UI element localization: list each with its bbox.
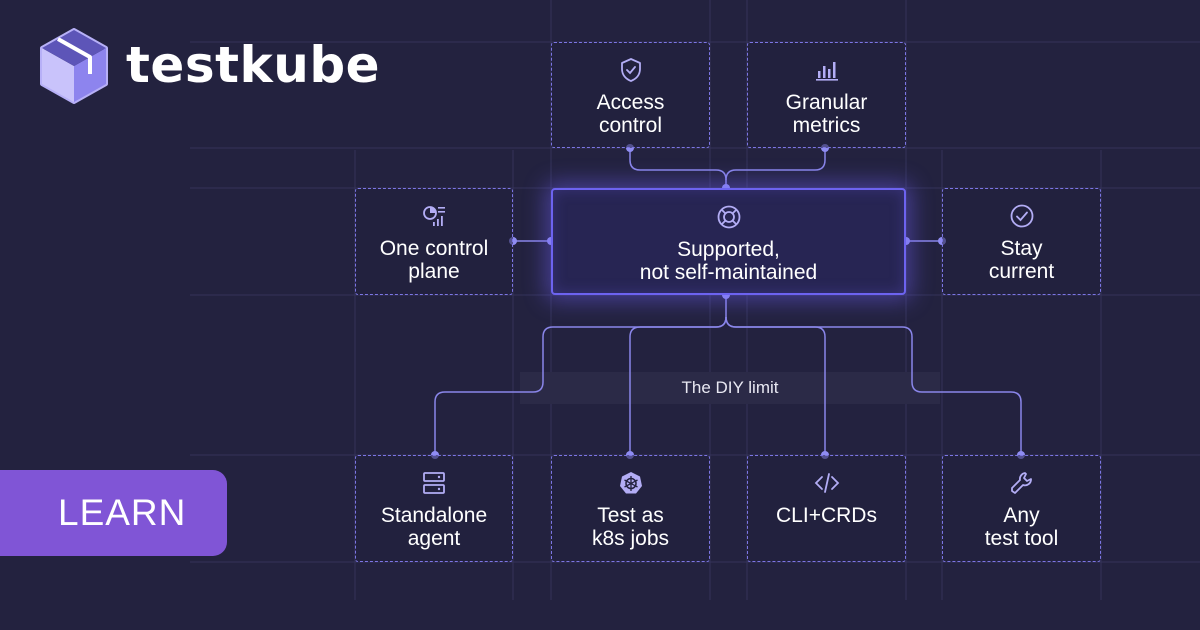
node-cli-crds: CLI+CRDs: [747, 455, 906, 562]
kubernetes-icon: [619, 472, 642, 494]
node-label: Granular metrics: [785, 91, 868, 137]
node-granular-metrics: Granular metrics: [747, 42, 906, 148]
shield-check-icon: [620, 58, 641, 82]
brand: testkube: [40, 28, 400, 108]
code-icon: [814, 473, 839, 493]
diy-band: [520, 372, 940, 404]
testkube-logo-icon: [40, 28, 108, 104]
server-icon: [423, 472, 445, 494]
node-k8s-jobs: Test as k8s jobs: [551, 455, 710, 562]
learn-button[interactable]: LEARN: [0, 470, 227, 556]
node-access-control: Access control: [551, 42, 710, 148]
node-label: Test as k8s jobs: [591, 504, 670, 550]
node-one-control-plane: One control plane: [355, 188, 513, 295]
node-label: CLI+CRDs: [776, 504, 877, 527]
node-label: One control plane: [379, 237, 489, 283]
node-label: Standalone agent: [380, 504, 488, 550]
lifebuoy-icon: [717, 205, 740, 229]
bar-chart-icon: [815, 62, 838, 81]
node-label: Any test tool: [984, 504, 1059, 550]
node-any-test-tool: Any test tool: [942, 455, 1101, 562]
node-supported: Supported, not self-maintained: [551, 188, 906, 295]
wrench-icon: [1010, 472, 1032, 494]
dashboard-chart-icon: [423, 206, 445, 226]
node-label: Supported, not self-maintained: [639, 238, 818, 284]
node-label: Access control: [596, 91, 665, 137]
node-standalone-agent: Standalone agent: [355, 455, 513, 562]
diy-limit-label: The DIY limit: [681, 378, 779, 397]
brand-wordmark: testkube: [126, 36, 381, 94]
node-stay-current: Stay current: [942, 188, 1101, 295]
node-label: Stay current: [988, 237, 1055, 283]
check-circle-icon: [1010, 204, 1033, 228]
